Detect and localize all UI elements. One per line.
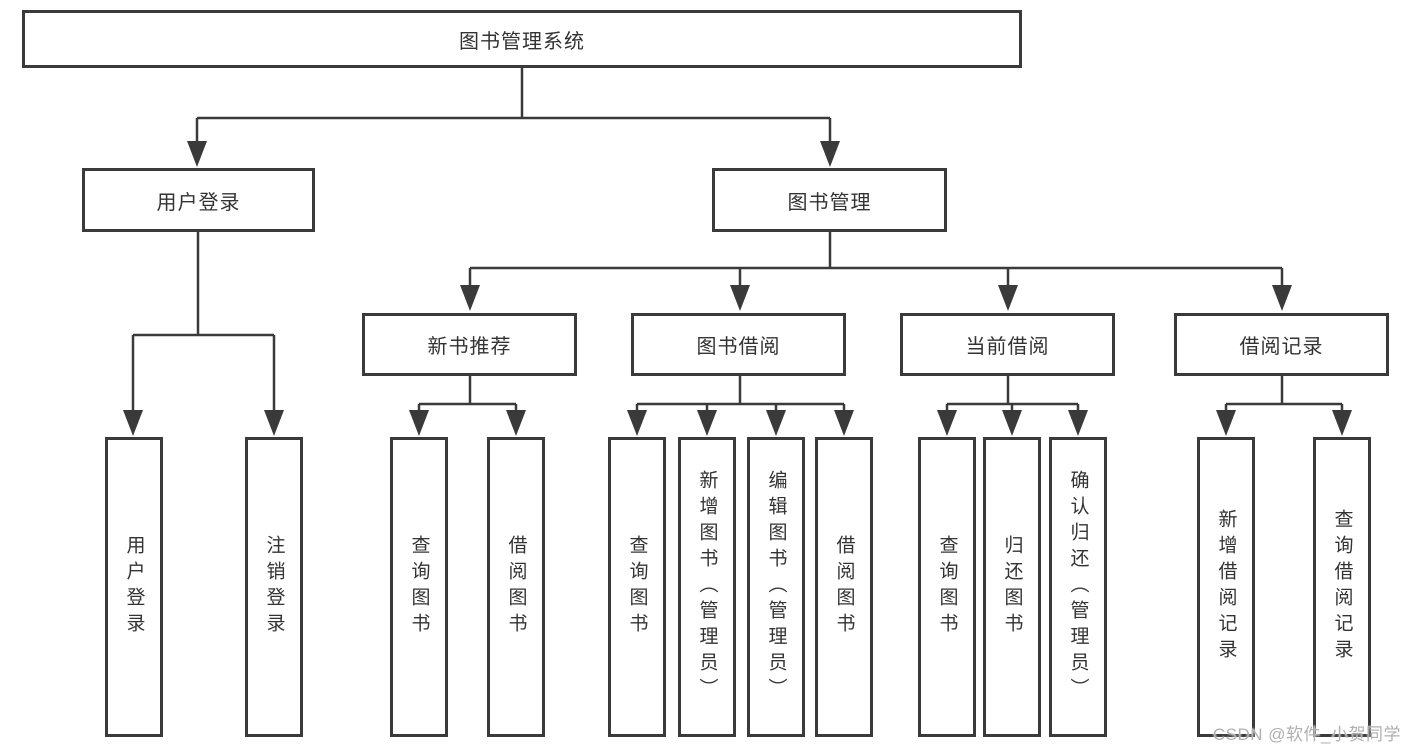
connector-root-to-level2	[195, 68, 832, 148]
arrowheads-bookmgmt-branch	[460, 285, 1292, 311]
node-borrow-record: 借阅记录	[1174, 313, 1389, 376]
connector-borrow-branch	[635, 376, 846, 418]
leaf-query-borrow-record: 查询借阅记录	[1313, 437, 1371, 737]
connector-bookmgmt-branch	[468, 232, 1284, 292]
leaf-query-books-current: 查询图书	[918, 437, 976, 737]
leaf-confirm-return-admin: 确认归还（管理员）	[1049, 437, 1107, 737]
leaf-borrow-books: 借阅图书	[815, 437, 873, 737]
arrowheads-borrow-branch	[627, 410, 854, 436]
leaf-add-books-admin: 新增图书（管理员）	[678, 437, 736, 737]
node-book-management-module: 图书管理	[712, 168, 947, 232]
arrowheads-record-branch	[1216, 410, 1352, 436]
leaf-query-books-recommend: 查询图书	[390, 437, 448, 737]
node-current-borrow: 当前借阅	[900, 313, 1115, 376]
arrowheads-current-branch	[937, 410, 1088, 436]
connector-newbook-branch	[417, 376, 518, 418]
leaf-user-login: 用户登录	[105, 437, 163, 737]
leaf-edit-books-admin: 编辑图书（管理员）	[747, 437, 805, 737]
arrowheads-userlogin-branch	[123, 410, 284, 436]
leaf-return-books: 归还图书	[983, 437, 1041, 737]
leaf-add-borrow-record: 新增借阅记录	[1197, 437, 1255, 737]
node-new-book-recommend: 新书推荐	[362, 313, 577, 376]
leaf-query-books-borrow: 查询图书	[608, 437, 666, 737]
node-root-system: 图书管理系统	[22, 10, 1022, 68]
csdn-watermark: CSDN @软件_小贺同学	[1212, 725, 1401, 744]
node-book-borrow: 图书借阅	[631, 313, 846, 376]
node-user-login-module: 用户登录	[82, 168, 315, 232]
connector-record-branch	[1224, 376, 1344, 418]
arrowheads-newbook-branch	[409, 410, 526, 436]
leaf-logout: 注销登录	[245, 437, 303, 737]
arrowheads-level2	[187, 141, 840, 167]
connector-userlogin-branch	[131, 232, 276, 415]
leaf-borrow-books-recommend: 借阅图书	[487, 437, 545, 737]
